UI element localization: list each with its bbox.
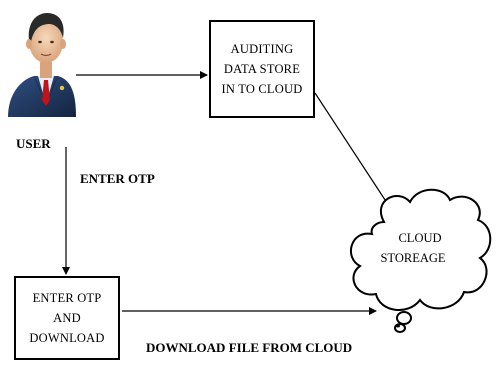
auditing-data-store-box: AUDITING DATA STORE IN TO CLOUD xyxy=(209,20,315,118)
enter-otp-edge-label: ENTER OTP xyxy=(80,171,155,186)
arrow-audit-to-cloud xyxy=(314,92,392,210)
cloud-icon xyxy=(350,188,492,333)
user-label: USER xyxy=(16,136,51,151)
cloud-label-line-1: CLOUD xyxy=(398,231,442,245)
download-edge-label: DOWNLOAD FILE FROM CLOUD xyxy=(146,340,353,355)
otp-line-3: DOWNLOAD xyxy=(29,331,105,345)
cloud-label-line-2: STOREAGE xyxy=(380,251,446,265)
audit-line-3: IN TO CLOUD xyxy=(221,82,303,96)
otp-line-2: AND xyxy=(53,311,81,325)
otp-line-1: ENTER OTP xyxy=(32,291,102,305)
enter-otp-download-box: ENTER OTP AND DOWNLOAD xyxy=(14,276,120,360)
audit-line-2: DATA STORE xyxy=(223,62,301,76)
audit-line-1: AUDITING xyxy=(230,42,294,56)
user-avatar-icon xyxy=(8,13,76,117)
